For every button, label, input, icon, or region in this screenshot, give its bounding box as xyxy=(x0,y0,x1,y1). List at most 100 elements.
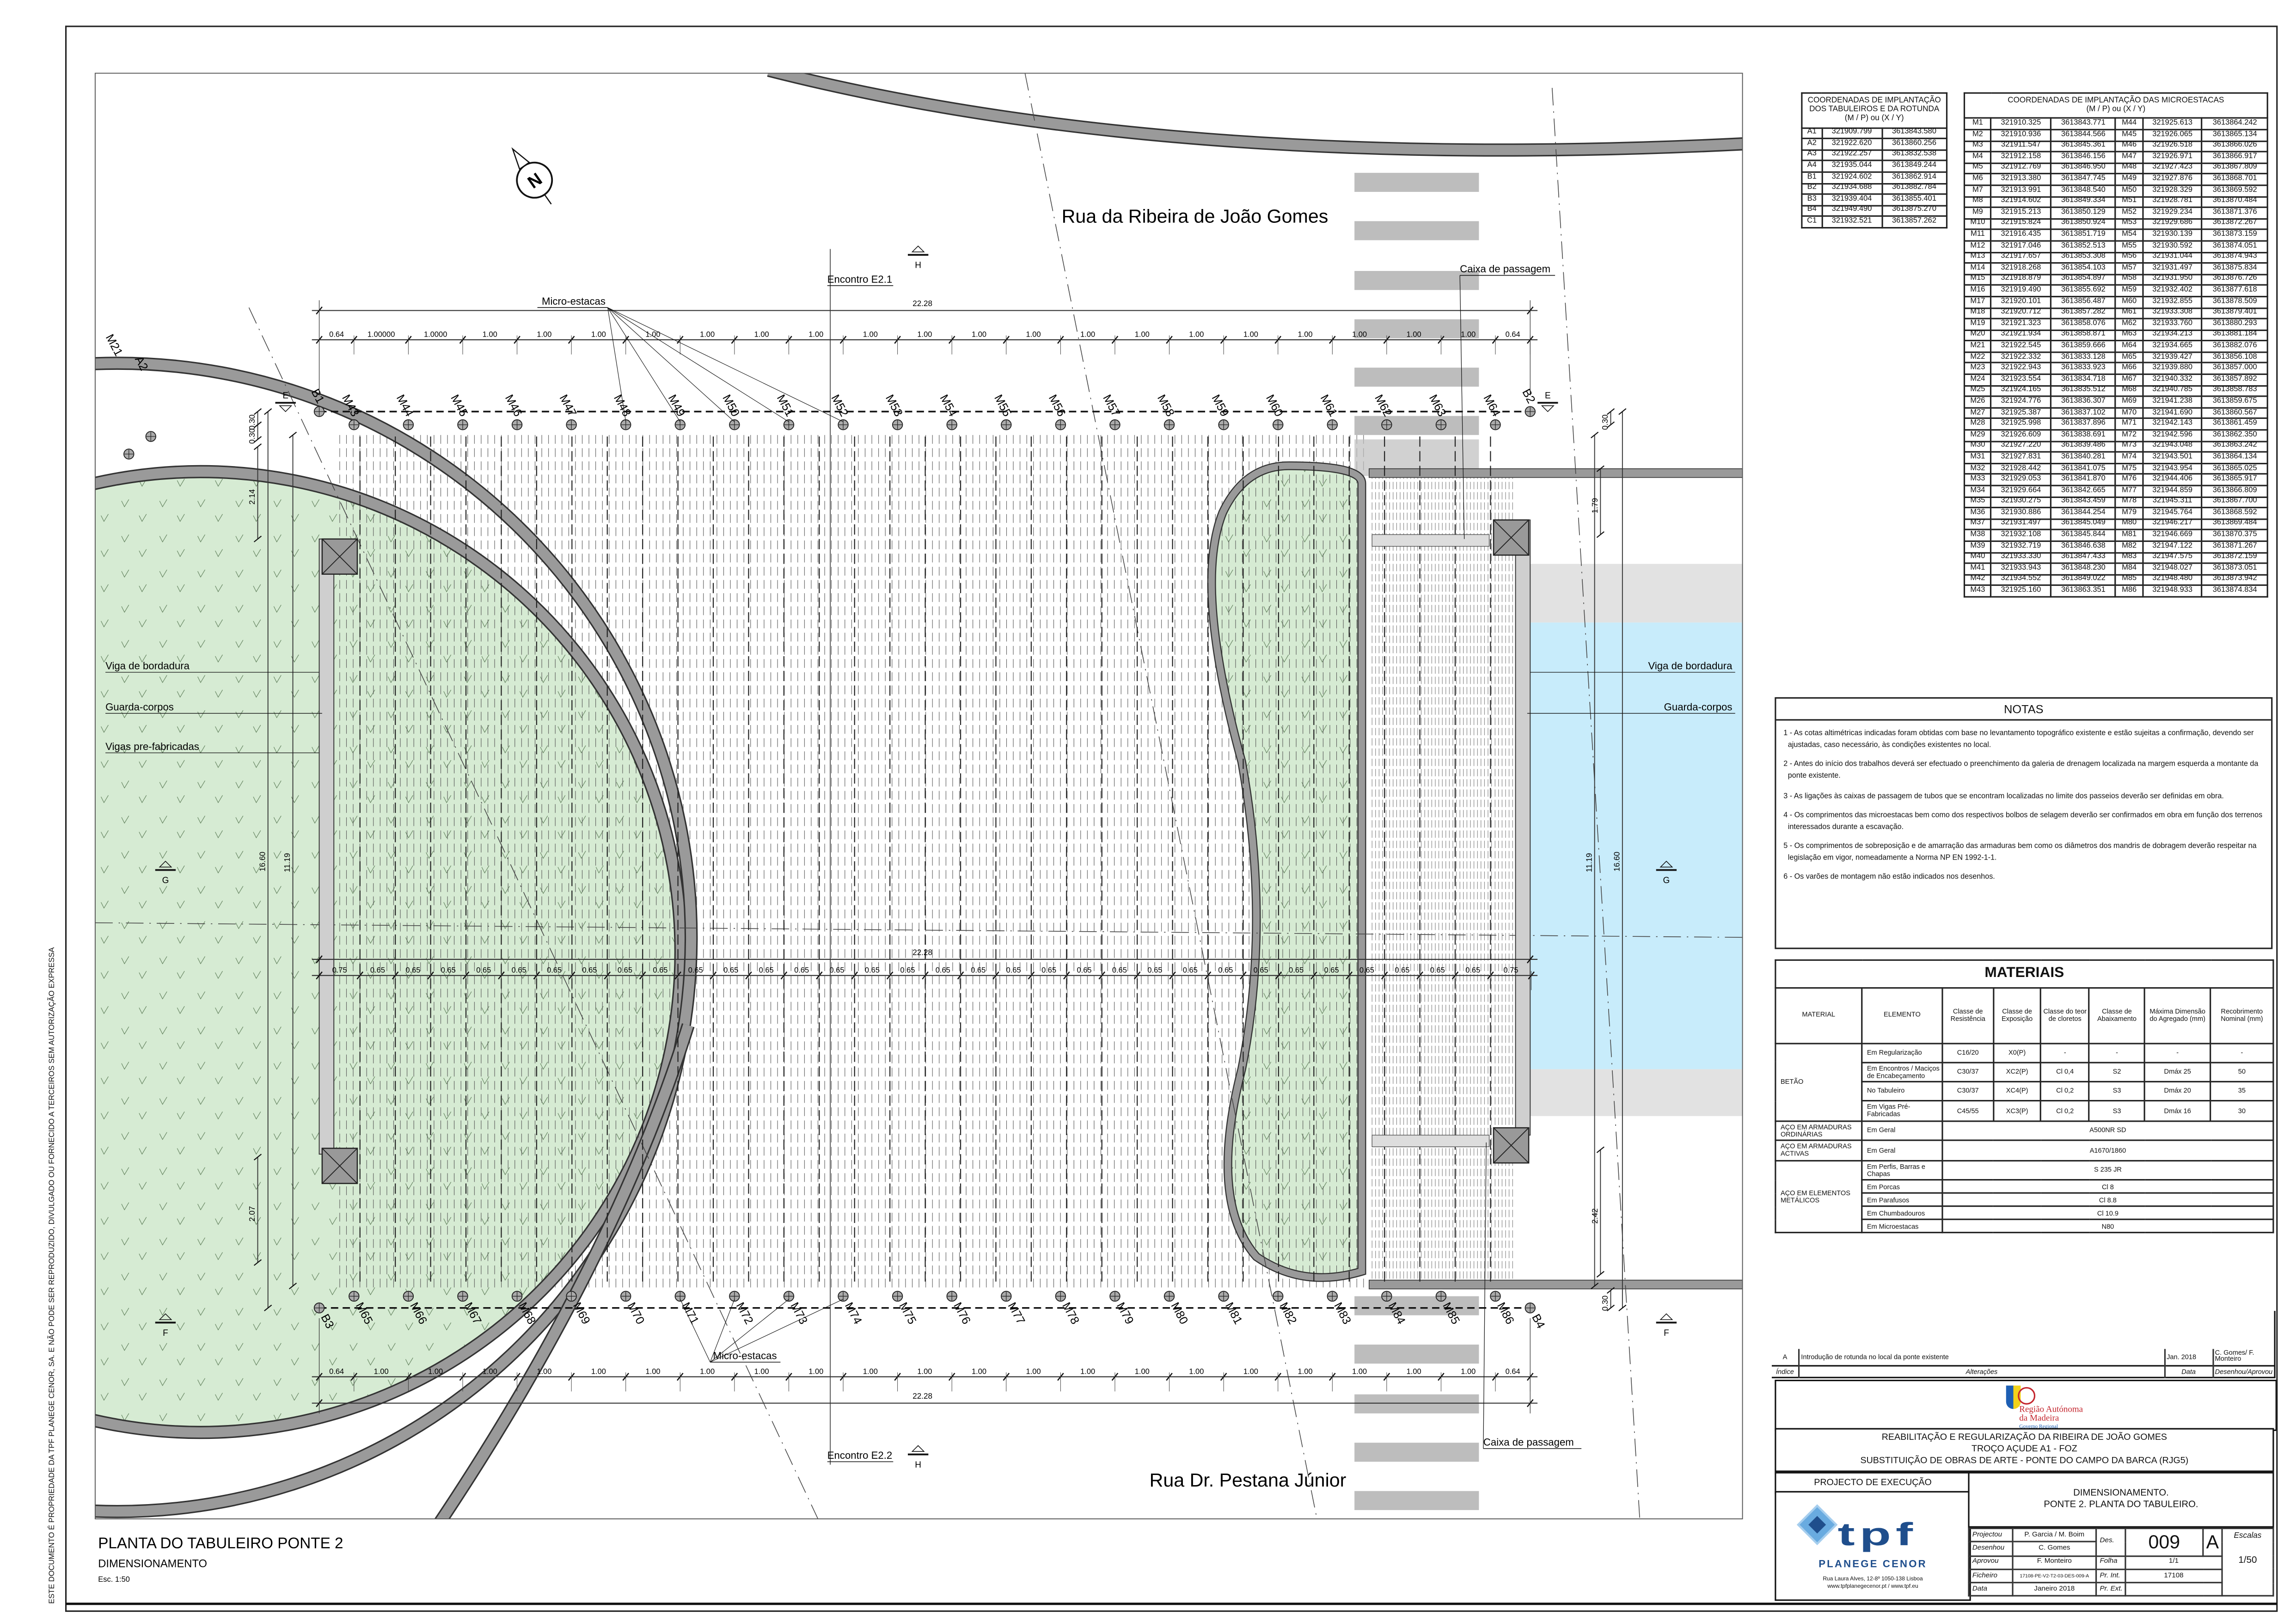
coordinate-cell: 321920.712 xyxy=(1990,307,2051,319)
coordinate-cell: 321926.065 xyxy=(2142,129,2203,141)
coordinate-cell: 321942.596 xyxy=(2142,429,2203,442)
coordinate-cell: 3613867.809 xyxy=(2201,162,2268,175)
coordinate-cell: 3613847.745 xyxy=(2050,173,2117,186)
rev-header-drawn: Desenhou/Aprovou xyxy=(2215,1368,2273,1376)
dimension-label: 1.00 xyxy=(917,1367,932,1376)
section-mark: F xyxy=(1664,1328,1669,1338)
coordinate-cell: 321927.876 xyxy=(2142,173,2203,186)
coordinate-cell: 321931.497 xyxy=(2142,262,2203,275)
coordinate-cell: 321926.518 xyxy=(2142,140,2203,153)
dimension-label: 0.65 xyxy=(1359,966,1374,974)
coordinate-cell: 321945.311 xyxy=(2142,496,2203,509)
coordinate-cell: M70 xyxy=(2115,407,2143,420)
coordinate-cell: 321924.165 xyxy=(1990,385,2051,398)
leader-line xyxy=(710,1299,789,1363)
pile-label: M77 xyxy=(1005,1300,1028,1327)
coordinate-cell: M53 xyxy=(2115,218,2143,231)
crosswalk-stripe xyxy=(1354,1394,1479,1413)
rev-header-index: Índice xyxy=(1771,1365,1800,1378)
dimension-label: 1.00 xyxy=(591,1367,606,1376)
coordinate-cell: 321931.950 xyxy=(2142,273,2203,286)
coordinate-cell: 3613855.692 xyxy=(2050,284,2117,297)
pile-label: M50 xyxy=(720,393,742,419)
note-item: 6 - Os varões de montagem não estão indi… xyxy=(1783,873,1995,882)
coordinate-cell: M47 xyxy=(2115,151,2143,164)
coordinate-cell: M60 xyxy=(2115,295,2143,308)
coordinate-cell: 3613880.293 xyxy=(2201,318,2268,331)
coordinate-cell: 321920.101 xyxy=(1990,295,2051,308)
coordinate-cell: 3613856.108 xyxy=(2201,351,2268,364)
coordinate-cell: 321930.275 xyxy=(1990,496,2051,509)
north-arrow-icon: N xyxy=(511,147,553,205)
pile-label: M75 xyxy=(897,1300,919,1327)
coordinate-cell: M27 xyxy=(1963,407,1992,420)
coordinate-cell: 321948.933 xyxy=(2142,585,2203,598)
coordinate-cell: 3613850.924 xyxy=(2050,218,2117,231)
dimension-label: 1.00 xyxy=(700,331,715,339)
pile-label: M56 xyxy=(1046,393,1068,419)
crosswalk-stripe xyxy=(1354,319,1479,338)
coordinate-cell: 321944.406 xyxy=(2142,473,2203,486)
dimension-label: 0.65 xyxy=(688,966,703,974)
coordinate-cell: 321925.387 xyxy=(1990,407,2051,420)
coordinate-cell: 321929.053 xyxy=(1990,473,2051,486)
section-arrow-icon xyxy=(1541,405,1555,412)
materials-column-header: Classe de Resistência xyxy=(1941,986,1995,1044)
micropile-coordinates-title: COORDENADAS DE IMPLANTAÇÃO DAS MICROESTA… xyxy=(1963,92,2268,119)
materials-cell: 30 xyxy=(2210,1100,2274,1122)
coordinate-cell: M22 xyxy=(1963,351,1992,364)
coordinate-cell: 3613837.896 xyxy=(2050,418,2117,431)
sidewalk xyxy=(1369,476,1516,1289)
dimension-label: 0.65 xyxy=(900,966,915,974)
road-strip xyxy=(1530,564,1743,623)
materials-cell: Dmáx 16 xyxy=(2143,1100,2211,1122)
coordinate-cell: M65 xyxy=(2115,351,2143,364)
abutment-label: Encontro E2.2 xyxy=(827,1450,892,1461)
dimension-label: 16.60 xyxy=(1613,852,1622,872)
coordinate-cell: 3613852.513 xyxy=(2050,240,2117,253)
coordinate-cell: M49 xyxy=(2115,173,2143,186)
dimension-label: 1.00 xyxy=(537,1367,551,1376)
dimension-label: 0.64 xyxy=(329,1367,344,1376)
coordinate-cell: 3613855.401 xyxy=(1880,193,1948,206)
junction-box-label: Caixa de passagem xyxy=(1460,263,1550,275)
coordinate-cell: 321942.143 xyxy=(2142,418,2203,431)
coordinate-cell: 3613857.892 xyxy=(2201,374,2268,387)
materials-cell: S3 xyxy=(2088,1100,2146,1122)
dimension-label: 0.65 xyxy=(936,966,950,974)
coordinate-cell: 3613866.809 xyxy=(2201,485,2268,498)
pile-label: M57 xyxy=(1100,393,1122,419)
coordinate-cell: 3613832.538 xyxy=(1880,149,1948,162)
coordinate-cell: 3613862.914 xyxy=(1880,171,1948,184)
coordinate-cell: 3613870.375 xyxy=(2201,529,2268,542)
coordinate-cell: 321948.027 xyxy=(2142,562,2203,576)
coordinate-cell: 321934.213 xyxy=(2142,329,2203,342)
pile-label: M61 xyxy=(1318,393,1340,419)
coordinate-cell: 3613843.580 xyxy=(1880,127,1948,140)
tpf-logo-text: tpf xyxy=(1837,1516,1918,1553)
materials-cell: - xyxy=(2040,1042,2090,1063)
view-title: PLANTA DO TABULEIRO PONTE 2 xyxy=(98,1535,343,1552)
leader-line xyxy=(710,1299,844,1363)
field-aprovou: F. Monteiro xyxy=(2012,1554,2097,1570)
coordinate-cell: 321932.108 xyxy=(1990,529,2051,542)
materials-cell: Em Encontros / Maciços de Encabeçamento xyxy=(1861,1061,1943,1083)
coordinate-cell: M28 xyxy=(1963,418,1992,431)
coordinate-cell: 3613854.103 xyxy=(2050,262,2117,275)
